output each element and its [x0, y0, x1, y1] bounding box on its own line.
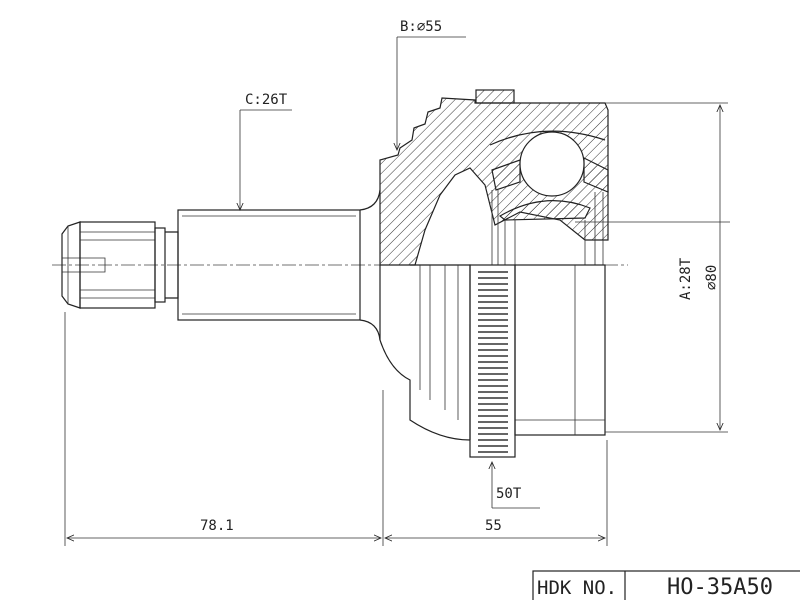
title-label: HDK NO.: [537, 577, 617, 599]
ball: [519, 131, 585, 197]
label-c-spline: C:26T: [245, 92, 288, 108]
inner-lines: [491, 190, 730, 265]
boot-band: [475, 89, 515, 104]
shaft-end: [61, 221, 179, 309]
cage-left: [491, 159, 521, 191]
label-b-bore: B:⌀55: [400, 19, 442, 35]
dim-body-length: 55: [485, 518, 502, 534]
outer-race-lower: [379, 264, 606, 441]
dim-shaft-length: 78.1: [200, 518, 234, 534]
dim-bottom: [64, 312, 608, 546]
inner-race: [498, 200, 591, 221]
label-abs-teeth: 50T: [496, 486, 522, 502]
label-a-spline: A:28T: [678, 257, 694, 300]
abs-ring: [469, 264, 516, 458]
label-outer-diameter: ⌀80: [704, 265, 720, 290]
title-block: [532, 570, 800, 600]
abs-ring-body: [469, 264, 516, 458]
cage-right: [583, 157, 609, 193]
dim-outer-diameter: [605, 102, 728, 433]
part-number: HO-35A50: [667, 575, 773, 600]
